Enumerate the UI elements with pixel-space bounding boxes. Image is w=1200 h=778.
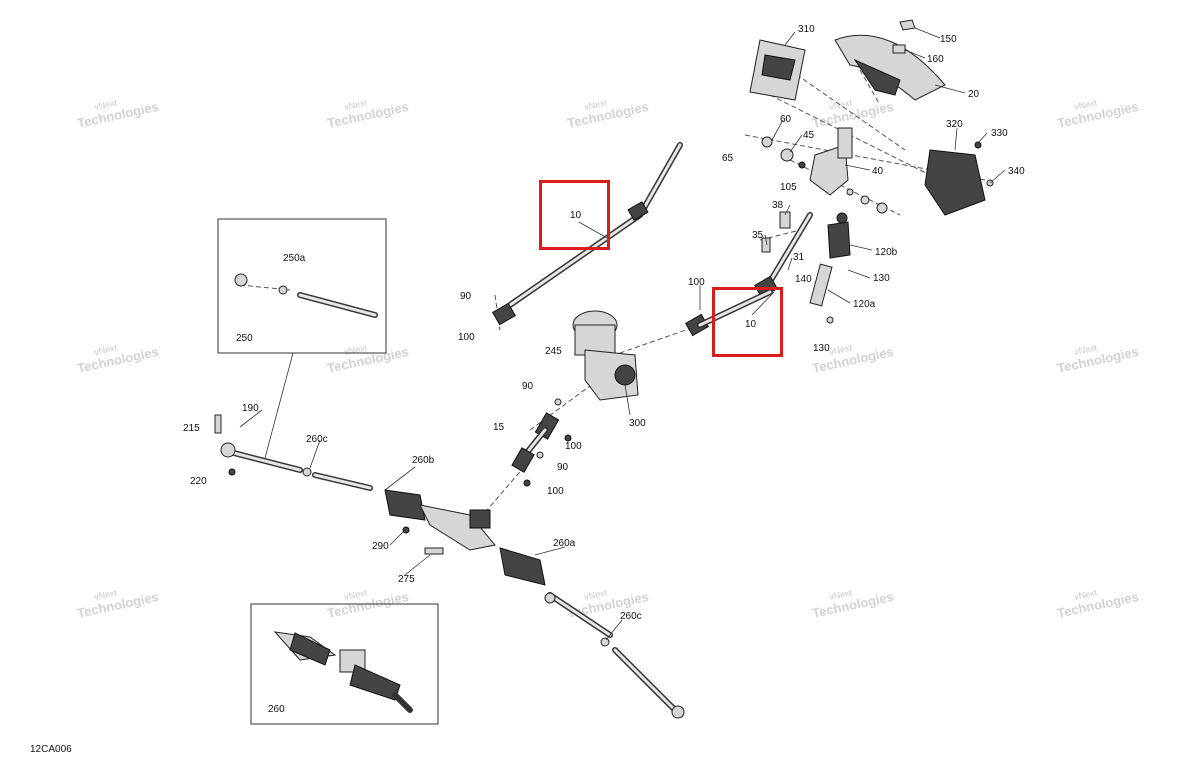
highlight-box-part-10-upper: 10 bbox=[539, 180, 610, 250]
mount-bracket-part bbox=[924, 149, 986, 216]
inset-box-250 bbox=[217, 218, 387, 459]
watermark-line1: vNext bbox=[828, 342, 853, 357]
watermark-line1: vNext bbox=[828, 97, 853, 112]
small-fasteners bbox=[761, 136, 994, 214]
part-label: 35 bbox=[752, 230, 764, 241]
column-bracket-part bbox=[809, 127, 853, 196]
part-label: 300 bbox=[629, 418, 646, 429]
watermark-line1: vNext bbox=[1073, 342, 1098, 357]
part-label: 260c bbox=[306, 434, 328, 445]
part-label: 260 bbox=[268, 704, 285, 715]
part-label: 130 bbox=[813, 343, 830, 354]
watermark-line2: Technologies bbox=[1056, 589, 1140, 621]
leader-lines bbox=[239, 27, 1006, 641]
part-label: 20 bbox=[968, 89, 980, 100]
highlight-box-part-10-lower: 10 bbox=[712, 287, 783, 357]
part-label: 190 bbox=[242, 403, 259, 414]
watermark-line1: vNext bbox=[343, 97, 368, 112]
watermark-line1: vNext bbox=[583, 587, 608, 602]
part-label: 260b bbox=[412, 455, 435, 466]
part-label: 100 bbox=[547, 486, 564, 497]
part-label: 60 bbox=[780, 114, 792, 125]
part-label: 215 bbox=[183, 423, 200, 434]
part-label: 100 bbox=[565, 441, 582, 452]
highlight-label: 10 bbox=[745, 319, 757, 330]
upper-shaft-part bbox=[492, 142, 683, 326]
watermark-line2: Technologies bbox=[76, 589, 160, 621]
steering-rack-part bbox=[214, 414, 685, 719]
part-label: 100 bbox=[688, 277, 705, 288]
watermark-line2: Technologies bbox=[811, 99, 895, 131]
part-label: 260c bbox=[620, 611, 642, 622]
part-label: 320 bbox=[946, 119, 963, 130]
steering-wheel-part bbox=[834, 34, 946, 101]
part-label: 330 bbox=[991, 128, 1008, 139]
part-label: 120a bbox=[853, 299, 876, 310]
lower-column-part bbox=[685, 211, 813, 337]
part-label: 90 bbox=[460, 291, 472, 302]
part-label: 160 bbox=[927, 54, 944, 65]
part-label: 275 bbox=[398, 574, 415, 585]
part-label: 310 bbox=[798, 24, 815, 35]
part-label: 31 bbox=[793, 252, 805, 263]
part-label: 260a bbox=[553, 538, 576, 549]
part-label: 40 bbox=[872, 166, 884, 177]
part-label: 340 bbox=[1008, 166, 1025, 177]
watermark-line2: Technologies bbox=[566, 99, 650, 131]
watermark-line2: Technologies bbox=[76, 344, 160, 376]
part-label: 38 bbox=[772, 200, 784, 211]
part-label: 105 bbox=[780, 182, 797, 193]
watermark-line1: vNext bbox=[828, 587, 853, 602]
part-label: 245 bbox=[545, 346, 562, 357]
column-cover-part bbox=[749, 39, 806, 101]
watermark-line2: Technologies bbox=[811, 589, 895, 621]
part-label: 150 bbox=[940, 34, 957, 45]
watermark-line1: vNext bbox=[93, 342, 118, 357]
part-label: 15 bbox=[493, 422, 505, 433]
part-label: 220 bbox=[190, 476, 207, 487]
part-label: 90 bbox=[522, 381, 534, 392]
watermark-line1: vNext bbox=[343, 587, 368, 602]
watermark-line2: Technologies bbox=[326, 99, 410, 131]
part-labels: 310 150 160 20 60 45 65 105 40 320 330 3… bbox=[183, 24, 1025, 715]
highlight-label: 10 bbox=[570, 210, 582, 221]
part-label: 250 bbox=[236, 333, 253, 344]
part-label: 130 bbox=[873, 273, 890, 284]
highlight-leader bbox=[751, 291, 775, 316]
part-label: 120b bbox=[875, 247, 898, 258]
part-label: 250a bbox=[283, 253, 306, 264]
watermark-line2: Technologies bbox=[1056, 344, 1140, 376]
inset-box-260 bbox=[250, 603, 439, 725]
watermark-line1: vNext bbox=[583, 97, 608, 112]
highlight-leader bbox=[578, 221, 608, 239]
part-label: 90 bbox=[557, 462, 569, 473]
part-label: 45 bbox=[803, 130, 815, 141]
watermark-line1: vNext bbox=[93, 97, 118, 112]
part-label: 140 bbox=[795, 274, 812, 285]
damper-part bbox=[809, 212, 851, 324]
wheel-cap-part bbox=[899, 19, 916, 31]
watermark-line1: vNext bbox=[1073, 587, 1098, 602]
eps-motor-part bbox=[572, 310, 639, 401]
part-label: 290 bbox=[372, 541, 389, 552]
part-label: 100 bbox=[458, 332, 475, 343]
watermark-line1: vNext bbox=[93, 587, 118, 602]
diagram-code: 12CA006 bbox=[30, 744, 72, 755]
intermediate-shaft-part bbox=[511, 398, 572, 487]
watermark-line2: Technologies bbox=[76, 99, 160, 131]
watermark-line2: Technologies bbox=[326, 344, 410, 376]
watermark-line2: Technologies bbox=[1056, 99, 1140, 131]
watermark-line2: Technologies bbox=[326, 589, 410, 621]
part-label: 65 bbox=[722, 153, 734, 164]
watermark-line1: vNext bbox=[1073, 97, 1098, 112]
